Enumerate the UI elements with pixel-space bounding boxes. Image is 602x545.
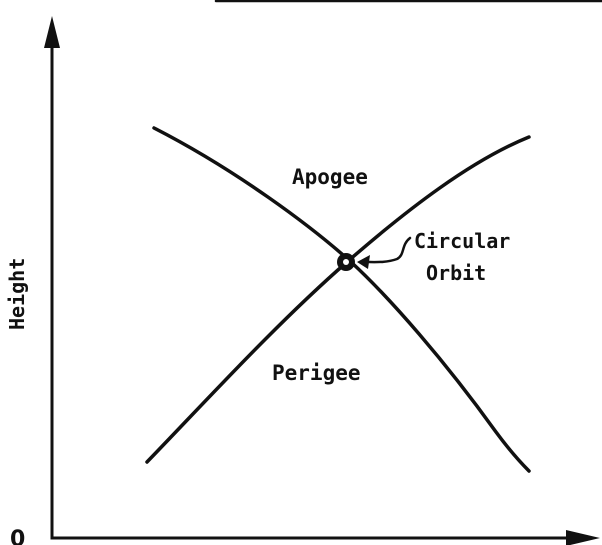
circular-label: Circular <box>414 229 510 253</box>
y-axis-arrowhead <box>44 16 60 48</box>
y-axis-label: Height <box>5 258 29 330</box>
circular-orbit-pointer-arrowhead <box>357 255 370 269</box>
circular-orbit-point-hole <box>343 259 349 265</box>
circular-orbit-pointer-line <box>363 236 412 264</box>
origin-label: 0 <box>10 527 25 545</box>
orbit-label: Orbit <box>426 261 486 285</box>
perigee-label: Perigee <box>272 361 361 385</box>
x-axis-arrowhead <box>566 530 600 545</box>
apogee-label: Apogee <box>292 165 368 189</box>
apogee-curve <box>152 126 531 473</box>
